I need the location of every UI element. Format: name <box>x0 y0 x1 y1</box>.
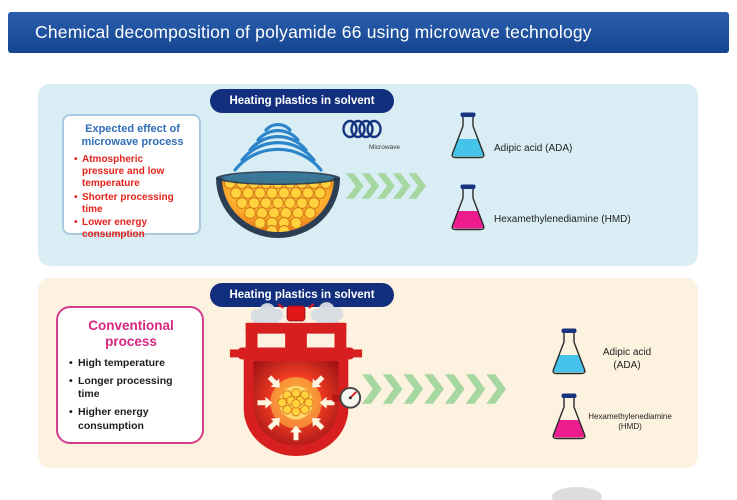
list-item: Atmospheric pressure and low temperature <box>74 154 178 189</box>
alarm-beacon-icon <box>277 303 315 322</box>
page-title: Chemical decomposition of polyamide 66 u… <box>8 12 729 53</box>
hmd-flask-icon <box>451 184 485 231</box>
microwave-waves-icon <box>233 123 323 172</box>
list-item: Longer processing time <box>69 375 193 401</box>
vessel-frame <box>229 322 363 360</box>
microwave-panel-badge: Heating plastics in solvent <box>210 89 394 113</box>
pressure-arrows <box>257 375 335 441</box>
microwave-squiggle-icon <box>342 119 382 139</box>
pressure-vessel-illustration <box>229 302 363 457</box>
microwave-logo-label: Microwave <box>368 144 400 151</box>
list-item: Shorter processing time <box>74 192 178 216</box>
cropped-logo-fragment <box>552 487 602 500</box>
conventional-panel-badge: Heating plastics in solvent <box>210 283 394 307</box>
hmd-flask-label: Hexamethylenediamine (HMD) <box>588 412 672 432</box>
ada-flask-label: Adipic acid (ADA) <box>494 143 573 154</box>
hmd-flask-icon <box>552 393 586 440</box>
ada-flask-icon <box>451 112 485 159</box>
process-arrow-chevrons <box>346 173 427 199</box>
conventional-process-title: Conventional process <box>88 318 174 349</box>
hmd-flask-label: Hexamethylenediamine (HMD) <box>494 214 631 225</box>
process-arrow-chevrons <box>362 374 507 404</box>
ada-flask-icon <box>552 328 586 375</box>
microwave-effects-title: Expected effect of microwave process <box>81 123 184 149</box>
microwave-logo: Microwave <box>342 119 404 151</box>
list-item: Higher energy consumption <box>69 406 193 432</box>
list-item: High temperature <box>69 357 193 370</box>
list-item: Lower energy consumption <box>74 217 178 241</box>
plastic-pellets <box>277 388 314 417</box>
conventional-process-box: Conventional process High temperature Lo… <box>56 306 204 444</box>
ada-flask-label: Adipic acid (ADA) <box>602 347 652 371</box>
pressure-gauge-icon <box>332 386 362 409</box>
microwave-effects-list: Atmospheric pressure and low temperature… <box>74 154 178 241</box>
conventional-process-list: High temperature Longer processing time … <box>69 357 193 433</box>
microwave-effects-box: Expected effect of microwave process Atm… <box>62 114 201 240</box>
microwave-vessel-illustration <box>216 123 340 238</box>
